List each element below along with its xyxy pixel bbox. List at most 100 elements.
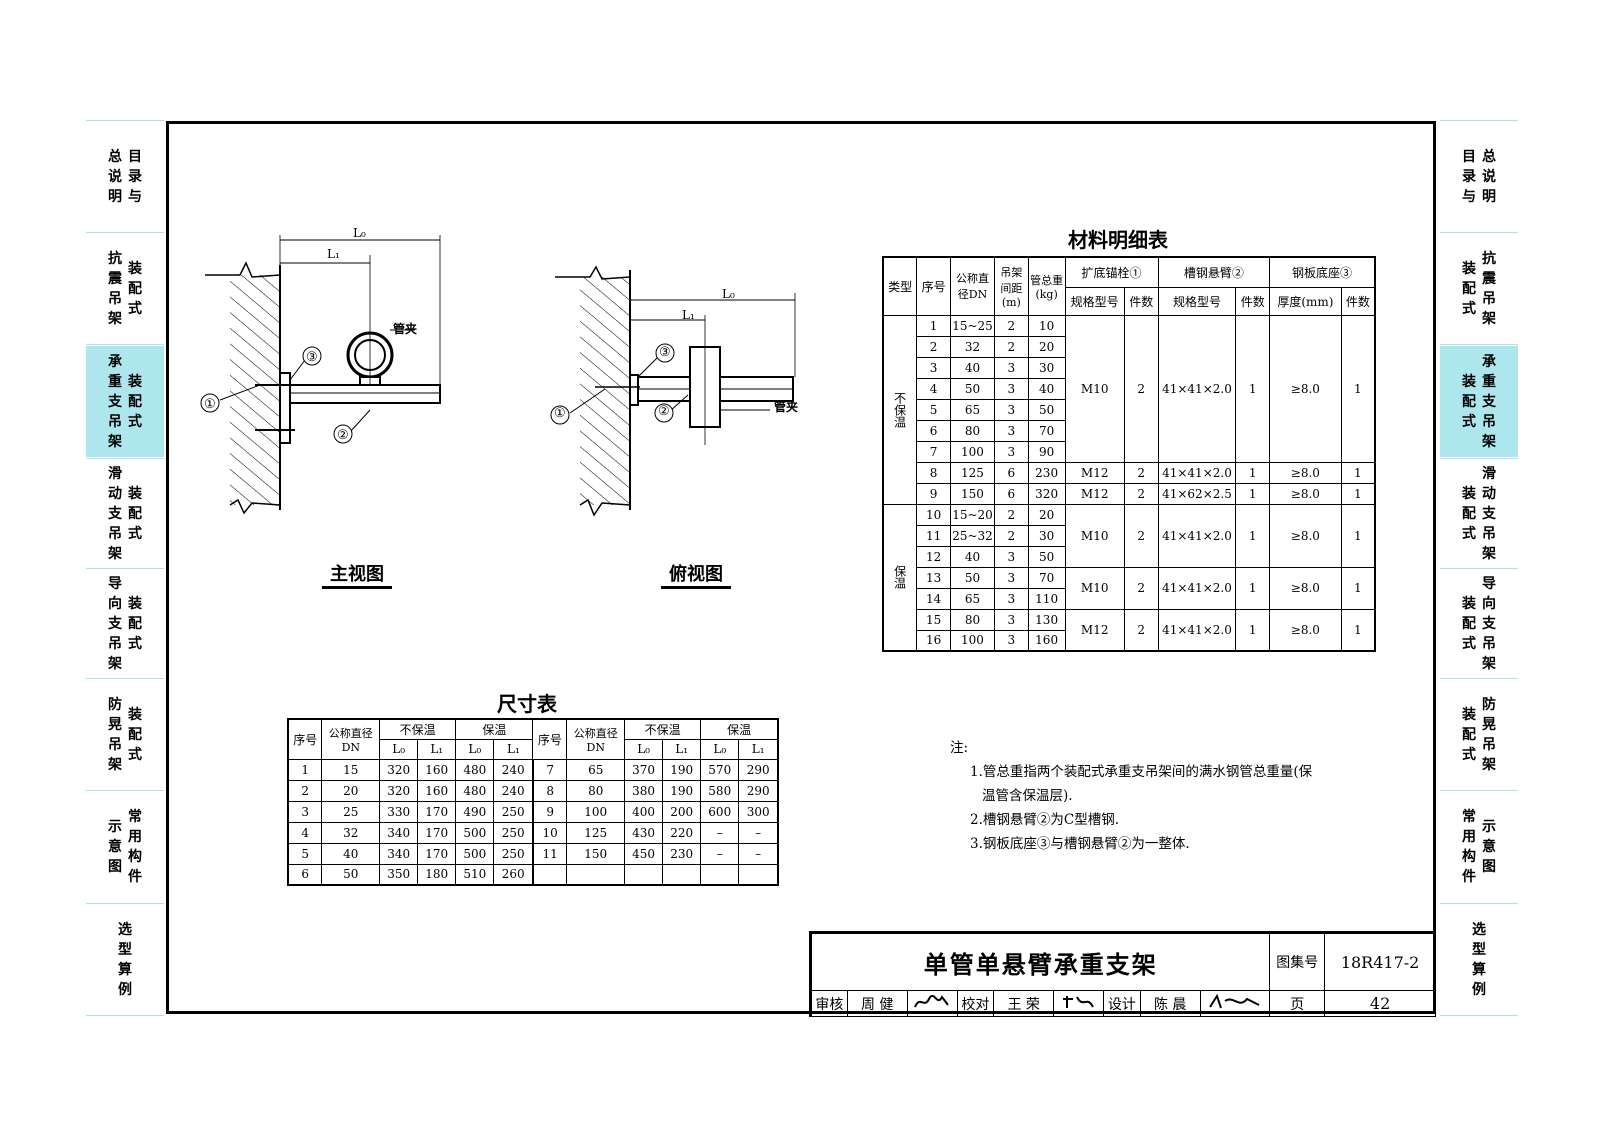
dim-cell: 580	[700, 779, 740, 802]
mat-spec-cell: 2	[1123, 314, 1159, 463]
mat-h-spec1: 规格型号	[1064, 286, 1125, 316]
dim-cell: –	[738, 821, 779, 844]
mat-h-dn: 公称直径DN	[950, 256, 995, 316]
mat-cell: 40	[950, 545, 995, 568]
dim-cell: 250	[493, 821, 534, 844]
tab-text-column: 承重支吊架	[1481, 352, 1498, 452]
tab-char: 图	[1482, 859, 1496, 875]
mat-h-plate: 钢板底座③	[1269, 256, 1376, 288]
mat-cell: 20	[1027, 335, 1066, 358]
left-tab-6[interactable]: 装配式防晃吊架	[86, 680, 164, 789]
left-tab-2[interactable]: 装配式抗震吊架	[86, 234, 164, 343]
tab-char: 架	[108, 433, 122, 450]
dim-cell	[662, 863, 702, 886]
left-tab-1[interactable]: 目录与总说明	[86, 122, 164, 231]
dimensions-title: 尺寸表	[497, 692, 557, 716]
tab-char: 明	[1482, 188, 1496, 205]
mat-cell: 40	[1027, 377, 1066, 400]
top-callout-2: ②	[658, 404, 670, 419]
tab-char: 支	[108, 393, 122, 410]
tab-text-column: 导向支吊架	[1481, 574, 1498, 674]
dim-cell: 230	[662, 842, 702, 865]
mat-spec-cell: 41×41×2.0	[1157, 608, 1237, 652]
left-tab-5[interactable]: 装配式导向支吊架	[86, 570, 164, 677]
mat-cell: 30	[1027, 524, 1066, 547]
tab-text-column: 示意图	[1481, 817, 1498, 877]
mat-h-seq: 序号	[916, 256, 951, 316]
tab-char: 吊	[1482, 413, 1496, 430]
tab-char: 例	[1472, 981, 1486, 998]
right-tab-2[interactable]: 抗震吊架装配式	[1440, 234, 1518, 343]
mat-cell: 50	[1027, 545, 1066, 568]
tab-text-column: 常用构件	[1461, 807, 1478, 887]
tab-char: 与	[128, 188, 142, 205]
dim-cell	[624, 863, 664, 886]
dim-h-l0-4: L₀	[700, 738, 740, 760]
tab-char: 例	[118, 981, 132, 998]
drawing-title: 单管单悬臂承重支架	[809, 932, 1271, 991]
notes: 注: 1.管总重指两个装配式承重支吊架间的满水钢管总重量(保 温管含保温层). …	[950, 736, 1312, 856]
mat-spec-cell: ≥8.0	[1269, 461, 1342, 484]
mat-cell: 9	[916, 482, 951, 505]
dim-h-seq-b: 序号	[532, 718, 568, 760]
dim-cell: 15	[321, 758, 381, 781]
dim-cell: 240	[493, 779, 534, 802]
mat-cell: 15	[916, 608, 951, 631]
tab-char: 配	[128, 615, 142, 632]
tab-char: 吊	[1482, 525, 1496, 542]
tab-char: 配	[1462, 726, 1476, 743]
right-tab-3[interactable]: 承重支吊架装配式	[1440, 346, 1518, 457]
mat-cell: 10	[1027, 314, 1066, 337]
mat-spec-cell: 1	[1235, 461, 1271, 484]
mat-spec-cell: ≥8.0	[1269, 608, 1342, 652]
dim-h-l1-2: L₁	[493, 738, 534, 760]
right-tab-8[interactable]: 选型算例	[1440, 905, 1518, 1014]
dim-cell: 190	[662, 758, 702, 781]
dim-h-seq-a: 序号	[287, 718, 323, 760]
mat-cell: 15~20	[950, 503, 995, 526]
dim-cell: 340	[379, 842, 419, 865]
mat-spec-cell: ≥8.0	[1269, 482, 1342, 505]
right-tab-6[interactable]: 防晃吊架装配式	[1440, 680, 1518, 789]
tab-char: 意	[1482, 839, 1496, 855]
tab-char: 晃	[1482, 716, 1496, 733]
tab-char: 导	[1482, 575, 1496, 592]
note-1a: 1.管总重指两个装配式承重支吊架间的满水钢管总重量(保	[970, 764, 1313, 780]
dim-cell: 290	[738, 758, 779, 781]
dim-cell: 4	[287, 821, 323, 844]
right-tab-5[interactable]: 导向支吊架装配式	[1440, 570, 1518, 677]
tab-char: 式	[1462, 300, 1476, 317]
right-tab-7[interactable]: 示意图常用构件	[1440, 792, 1518, 902]
dim-cell: –	[700, 842, 740, 865]
mat-spec-cell: 1	[1340, 461, 1376, 484]
left-tab-4[interactable]: 装配式滑动支吊架	[86, 460, 164, 567]
front-dim-l1: L₁	[327, 247, 340, 261]
tab-text-column: 滑动支吊架	[1481, 464, 1498, 564]
tab-char: 配	[1462, 280, 1476, 297]
tab-char: 动	[1482, 485, 1496, 502]
tab-char: 抗	[1482, 250, 1496, 267]
dim-cell: 6	[287, 863, 323, 886]
tab-text-column: 目录与	[127, 147, 144, 207]
dim-cell: 600	[700, 800, 740, 823]
dim-cell: 450	[624, 842, 664, 865]
dim-cell	[531, 863, 568, 886]
mat-cell: 3	[993, 419, 1029, 442]
mat-cell: 130	[1027, 608, 1066, 631]
left-tab-7[interactable]: 常用构件示意图	[86, 792, 164, 902]
tab-char: 支	[108, 615, 122, 632]
right-tab-1[interactable]: 总说明目录与	[1440, 122, 1518, 231]
right-tab-4[interactable]: 滑动支吊架装配式	[1440, 460, 1518, 567]
dim-cell: 340	[379, 821, 419, 844]
mat-spec-cell: 1	[1340, 608, 1376, 652]
design-signature	[1199, 990, 1271, 1017]
mat-cell: 40	[950, 356, 995, 379]
tab-char: 型	[118, 941, 132, 958]
left-tab-8[interactable]: 选型算例	[86, 905, 164, 1014]
tab-char: 总	[1482, 148, 1496, 165]
left-tab-3[interactable]: 装配式承重支吊架	[86, 346, 164, 457]
dim-cell: 380	[624, 779, 664, 802]
dim-cell: 150	[566, 842, 626, 865]
tab-char: 吊	[108, 525, 122, 542]
mat-cell: 3	[993, 629, 1029, 652]
